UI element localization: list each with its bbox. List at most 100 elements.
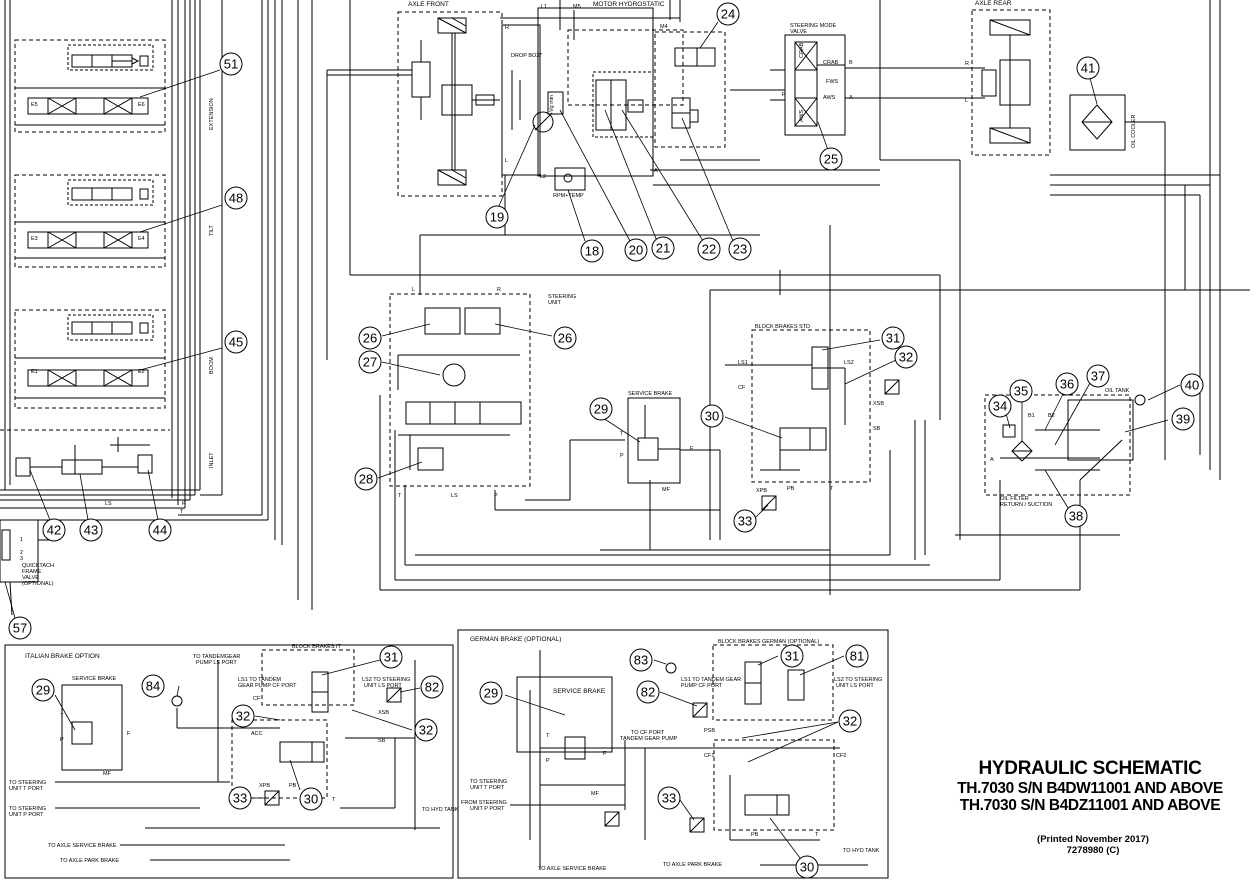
svg-text:33: 33 bbox=[738, 514, 752, 529]
svg-text:18: 18 bbox=[585, 244, 599, 259]
callout-51: 51 bbox=[219, 52, 243, 76]
callout-28: 28 bbox=[354, 467, 378, 491]
port-p-inlet: P bbox=[182, 501, 186, 507]
axle-rear-label: AXLE REAR bbox=[975, 0, 1012, 7]
port-r-steer: R bbox=[497, 287, 501, 293]
motor-hydrostatic bbox=[500, 0, 880, 235]
callout-33-de: 33 bbox=[657, 786, 681, 810]
callout-19: 19 bbox=[485, 205, 509, 229]
svg-text:81: 81 bbox=[850, 649, 864, 664]
callout-40: 40 bbox=[1180, 373, 1204, 397]
ann-de-axle-park: TO AXLE PARK BRAKE bbox=[663, 862, 722, 868]
callout-48: 48 bbox=[224, 186, 248, 210]
ann-it-axle-park: TO AXLE PARK BRAKE bbox=[60, 858, 119, 864]
callout-84: 84 bbox=[141, 674, 165, 698]
port-t-it: T bbox=[332, 797, 336, 803]
port-aws: AWS bbox=[823, 95, 836, 101]
ann-de-cf: TO CF PORT bbox=[631, 730, 665, 736]
port-t-de: T bbox=[815, 832, 819, 838]
ann-de-steer-t2: UNIT T PORT bbox=[470, 785, 505, 791]
port-p-sb: P bbox=[620, 453, 624, 459]
callout-38: 38 bbox=[1064, 504, 1088, 528]
port-cf: CF bbox=[738, 385, 746, 391]
callout-42: 42 bbox=[42, 518, 66, 542]
svg-text:44: 44 bbox=[153, 523, 167, 538]
title-block: HYDRAULIC SCHEMATIC TH.7030 S/N B4DW1100… bbox=[930, 758, 1250, 856]
ann-de-ls1: LS1 TO TANDEM GEAR bbox=[681, 677, 741, 683]
block-brakes-std bbox=[725, 329, 900, 511]
steering-mode-label: STEERING MODE bbox=[790, 23, 836, 29]
italian-brake-label: ITALIAN BRAKE OPTION bbox=[25, 653, 100, 660]
steering-unit-label: STEERING bbox=[548, 294, 576, 300]
svg-text:19: 19 bbox=[490, 210, 504, 225]
diagram-labels: AXLE FRONT MOTOR HYDROSTATIC DROP BOX* R… bbox=[9, 0, 1137, 872]
ann-it-steer-p2: UNIT P PORT bbox=[9, 812, 44, 818]
port-mf-sbde: MF bbox=[591, 791, 600, 797]
oil-cooler-label: OIL COOLER bbox=[1131, 115, 1137, 148]
port-a-filter: A bbox=[990, 457, 994, 463]
callout-81: 81 bbox=[845, 644, 869, 668]
callout-39: 39 bbox=[1171, 407, 1195, 431]
callout-21: 21 bbox=[651, 236, 675, 260]
svg-text:42: 42 bbox=[47, 523, 61, 538]
callout-36: 36 bbox=[1055, 372, 1079, 396]
ann-de-ls2: LS2 TO STEERING bbox=[834, 677, 882, 683]
port-r-front: R bbox=[505, 25, 509, 31]
svg-text:23: 23 bbox=[733, 242, 747, 257]
port-xsb-it: XSB bbox=[378, 710, 389, 716]
block-brakes-it-label: BLOCK BRAKES IT bbox=[292, 644, 342, 650]
ann-it-tandem: TO TANDEMGEAR bbox=[193, 654, 240, 660]
ann-de-ls1b: PUMP CF PORT bbox=[681, 683, 723, 689]
steering-unit-label-2: UNIT bbox=[548, 300, 561, 306]
ann-it-ls1b: GEAR PUMP CF PORT bbox=[238, 683, 297, 689]
svg-text:38: 38 bbox=[1069, 509, 1083, 524]
callout-26-right: 26 bbox=[553, 326, 577, 350]
port-l-front: L bbox=[505, 158, 508, 164]
schematic-title: HYDRAULIC SCHEMATIC bbox=[978, 758, 1202, 779]
port-pb-de: PB bbox=[751, 832, 759, 838]
port-aws-v: AWS bbox=[799, 109, 805, 122]
port-sb-it: SB bbox=[378, 738, 386, 744]
port-p-steer2: P bbox=[494, 493, 498, 499]
port-t-sbde: T bbox=[546, 733, 550, 739]
port-b: B bbox=[849, 60, 853, 66]
solenoid-valve-24 bbox=[654, 31, 726, 148]
port-crab-v: CRAB bbox=[799, 42, 805, 58]
svg-text:32: 32 bbox=[899, 350, 913, 365]
callout-31-de: 31 bbox=[780, 644, 804, 668]
vg-min: Vg min bbox=[549, 95, 555, 112]
german-brake-option bbox=[457, 629, 889, 879]
ann-it-ls2b: UNIT LS PORT bbox=[364, 683, 402, 689]
port-e2: E2 bbox=[138, 369, 145, 375]
svg-text:57: 57 bbox=[13, 621, 27, 636]
port-l-steer: L bbox=[412, 287, 415, 293]
ann-it-steer-p: TO STEERING bbox=[9, 806, 46, 812]
svg-text:31: 31 bbox=[384, 650, 398, 665]
oil-filter-label: OIL FILTER bbox=[1000, 496, 1029, 502]
ann-it-hyd-tank: TO HYD TANK bbox=[422, 807, 459, 813]
port-xpb: XPB bbox=[756, 488, 767, 494]
port-ls-inlet: LS bbox=[105, 501, 112, 507]
service-brake-label: SERVICE BRAKE bbox=[628, 391, 673, 397]
inlet-label: INLET bbox=[209, 452, 215, 468]
callout-34: 34 bbox=[988, 394, 1012, 418]
svg-text:82: 82 bbox=[425, 680, 439, 695]
extension-label: EXTENSION bbox=[209, 98, 215, 130]
axle-front-label: AXLE FRONT bbox=[408, 1, 449, 8]
port-l2: L2 bbox=[540, 174, 546, 180]
block-brakes-german-label: BLOCK BRAKES GERMAN (OPTIONAL) bbox=[718, 639, 819, 645]
port-pb: PB bbox=[787, 486, 795, 492]
svg-text:34: 34 bbox=[993, 399, 1007, 414]
svg-text:32: 32 bbox=[236, 709, 250, 724]
port-t-block: T bbox=[830, 486, 834, 492]
callout-29-it: 29 bbox=[31, 678, 55, 702]
ann-de-ls2b: UNIT LS PORT bbox=[836, 683, 874, 689]
svg-text:30: 30 bbox=[705, 409, 719, 424]
motor-hydrostatic-label: MOTOR HYDROSTATIC bbox=[593, 1, 665, 8]
svg-text:26: 26 bbox=[363, 331, 377, 346]
italian-brake-option bbox=[4, 644, 454, 879]
ann-de-steer-t: TO STEERING bbox=[470, 779, 507, 785]
service-brake-std bbox=[627, 397, 681, 484]
callout-57: 57 bbox=[8, 616, 32, 640]
